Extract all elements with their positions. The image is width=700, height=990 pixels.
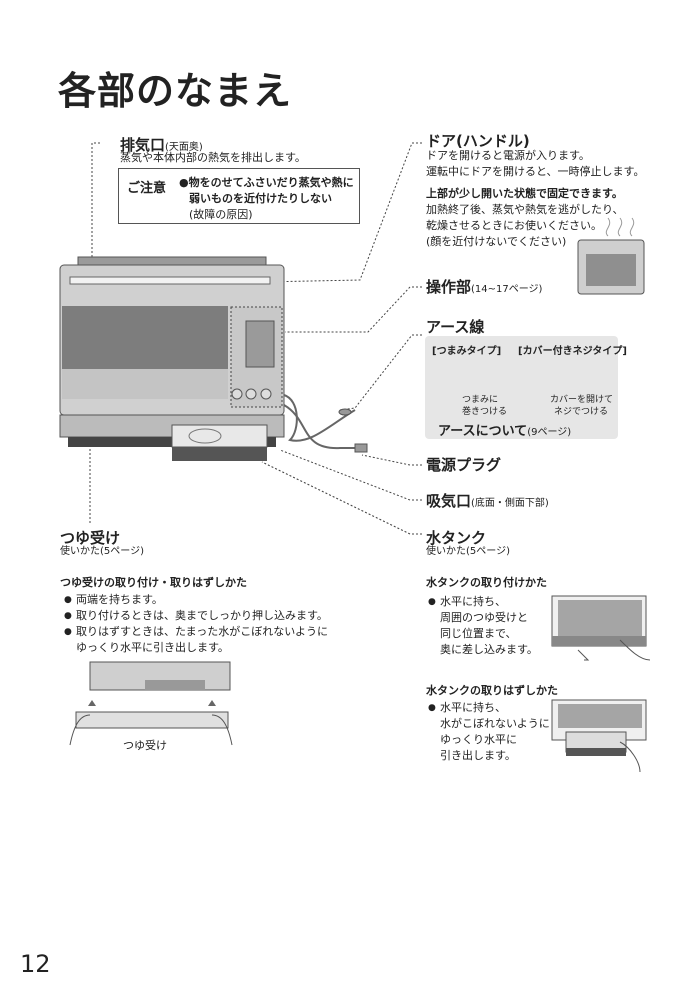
earth-about-link[interactable]: アースについて(9ページ): [438, 424, 572, 439]
drip-tray-section-title: つゆ受けの取り付け・取りはずしかた: [60, 576, 247, 589]
list-item-continued: 同じ位置まで、: [440, 627, 517, 640]
water-tank-heading: 水タンク: [426, 529, 487, 547]
door-handle: [69, 276, 271, 285]
earth-heading: アース線: [426, 318, 485, 336]
tank-attach-title: 水タンクの取り付けかた: [426, 576, 547, 589]
list-item-continued: 奥に差し込みます。: [440, 643, 538, 656]
door-window: [62, 306, 228, 369]
earth-type-cover: [カバー付きネジタイプ]: [518, 346, 627, 357]
drip-tray-illustration: [69, 661, 233, 746]
list-item: 水平に持ち、: [428, 700, 550, 716]
list-item-continued: 水がこぼれないように: [440, 717, 550, 730]
earth-type-knob: [つまみタイプ]: [432, 346, 502, 357]
exhaust-heading: 排気口(天面奥): [120, 136, 203, 154]
tank-attach-instructions: 水平に持ち、 周囲のつゆ受けと 同じ位置まで、 奥に差し込みます。: [428, 594, 538, 658]
list-item: 取り付けるときは、奥までしっかり押し込みます。: [64, 608, 328, 624]
list-item-continued: 引き出します。: [440, 749, 516, 762]
list-item: 両端を持ちます。: [64, 592, 328, 608]
list-item-continued: ゆっくり水平に: [440, 733, 517, 746]
tank-attach-illustration: [551, 595, 651, 661]
list-item-continued: 周囲のつゆ受けと: [440, 611, 528, 624]
list-item-continued: ゆっくり水平に引き出します。: [76, 641, 229, 654]
list-item: 水平に持ち、: [428, 594, 538, 610]
leader-lines: [89, 142, 422, 535]
drip-tray-heading: つゆ受け: [60, 529, 121, 547]
tank-remove-instructions: 水平に持ち、 水がこぼれないように ゆっくり水平に 引き出します。: [428, 700, 550, 764]
earth-caption-cover: カバーを開けてネジでつける: [550, 395, 614, 417]
caution-box: ご注意 ●物をのせてふさいだり蒸気や熱に 弱いものを近付けたりしない (故障の原…: [118, 168, 360, 224]
page-number: 12: [20, 950, 51, 978]
door-desc: ドアを開けると電源が入ります。 運転中にドアを開けると、一時停止します。 上部が…: [426, 148, 644, 250]
water-tank-usage-link[interactable]: 使いかた(5ページ): [426, 546, 510, 557]
door-line: 運転中にドアを開けると、一時停止します。: [426, 165, 645, 178]
power-plug-heading: 電源プラグ: [426, 456, 502, 474]
drip-tray-instructions: 両端を持ちます。 取り付けるときは、奥までしっかり押し込みます。 取りはずすとき…: [64, 592, 328, 656]
earth-caption-knob: つまみに巻きつける: [462, 395, 508, 417]
control-panel-heading: 操作部(14~17ページ): [426, 278, 543, 296]
door-bold-line: 上部が少し開いた状態で固定できます。: [426, 187, 623, 200]
door-heading: ドア(ハンドル): [426, 132, 530, 150]
door-line: 乾燥させるときにお使いください。: [426, 219, 602, 232]
caution-line: (故障の原因): [189, 208, 253, 221]
earth-box: [425, 336, 618, 439]
caution-label: ご注意: [127, 181, 167, 196]
exhaust-desc: 蒸気や本体内部の熱気を排出します。: [120, 151, 306, 164]
drip-tray-usage-link[interactable]: 使いかた(5ページ): [60, 546, 144, 557]
exhaust-vent: [77, 256, 267, 266]
list-item: 取りはずすときは、たまった水がこぼれないように: [64, 624, 328, 640]
caution-line: ●物をのせてふさいだり蒸気や熱に: [179, 176, 354, 189]
water-tank: [171, 424, 268, 448]
tank-remove-title: 水タンクの取りはずしかた: [426, 684, 558, 697]
page-title: 各部のなまえ: [58, 69, 293, 113]
door-line: (顔を近付けないでください): [426, 235, 567, 248]
steam-oven-illustration: [577, 217, 645, 295]
drip-tray-figure-label: つゆ受け: [123, 739, 167, 752]
intake-heading: 吸気口(底面・側面下部): [426, 492, 549, 510]
door-line: ドアを開けると電源が入ります。: [426, 149, 590, 162]
caution-line: 弱いものを近付けたりしない: [189, 192, 332, 205]
tank-remove-illustration: [551, 699, 647, 773]
door-line: 加熱終了後、蒸気や熱気を逃がしたり、: [426, 203, 624, 216]
